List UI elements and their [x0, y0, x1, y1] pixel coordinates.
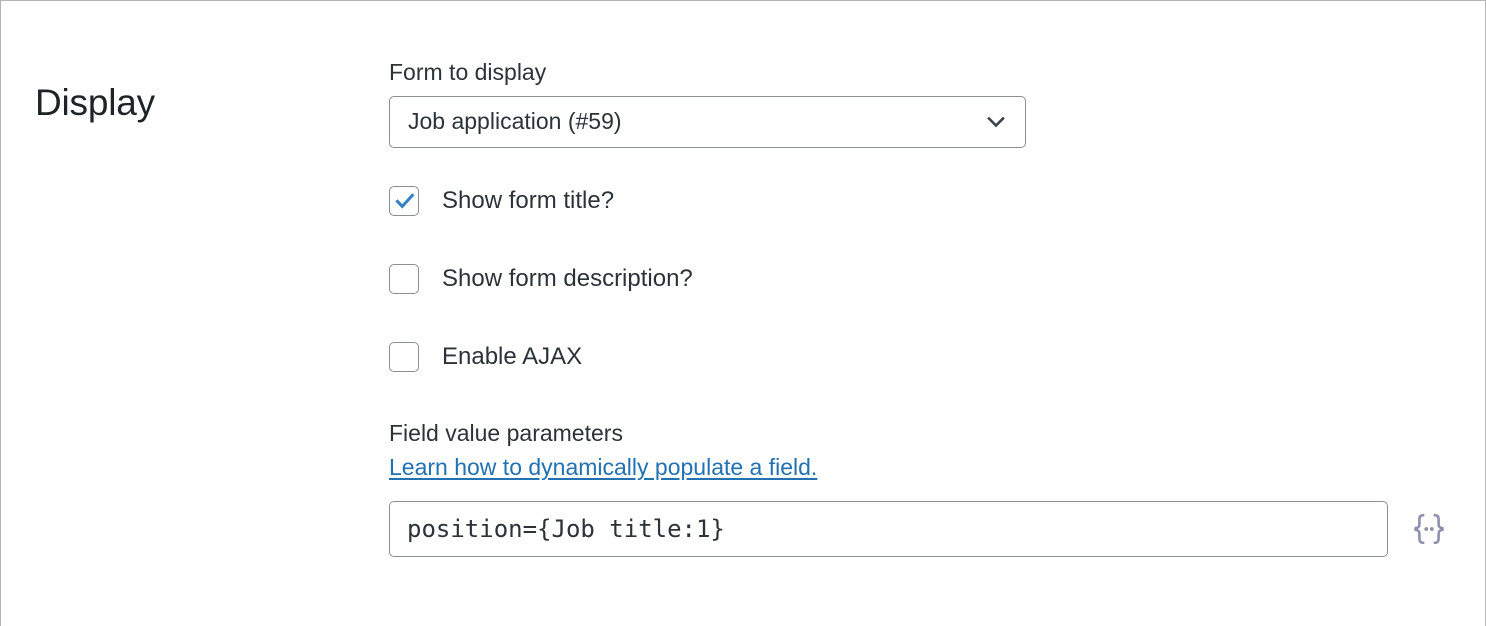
checkbox-label-enable-ajax: Enable AJAX [442, 342, 583, 370]
chevron-down-icon [985, 111, 1007, 133]
dynamic-population-help-link[interactable]: Learn how to dynamically populate a fiel… [389, 454, 818, 481]
checkbox-row-enable-ajax[interactable]: Enable AJAX [389, 341, 1449, 372]
field-value-parameters-group: Field value parameters Learn how to dyna… [389, 420, 1449, 557]
checkbox-row-show-form-title[interactable]: Show form title? [389, 185, 1449, 216]
checkbox-label-show-form-title: Show form title? [442, 186, 615, 214]
merge-tag-icon [1410, 511, 1448, 547]
field-value-parameters-input[interactable] [389, 500, 1388, 557]
checkbox-label-show-form-description: Show form description? [442, 264, 693, 292]
checkbox-row-show-form-description[interactable]: Show form description? [389, 263, 1449, 294]
form-to-display-select[interactable]: Job application (#59) [389, 95, 1026, 148]
checkbox-show-form-description[interactable] [389, 263, 419, 294]
form-to-display-label: Form to display [389, 59, 547, 85]
checkbox-show-form-title[interactable] [389, 185, 419, 216]
merge-tag-button[interactable] [1409, 509, 1449, 549]
checkmark-icon [393, 189, 417, 213]
settings-fields: Form to display Job application (#59) [389, 59, 1449, 557]
field-value-parameters-label: Field value parameters [389, 419, 623, 446]
page-title: Display [35, 81, 155, 123]
form-to-display-value: Job application (#59) [408, 108, 622, 135]
field-value-parameters-input-row [389, 500, 1449, 557]
form-to-display-select-wrap: Job application (#59) [389, 95, 1026, 148]
form-to-display-group: Form to display Job application (#59) [389, 59, 1449, 148]
checkbox-enable-ajax[interactable] [389, 341, 419, 372]
